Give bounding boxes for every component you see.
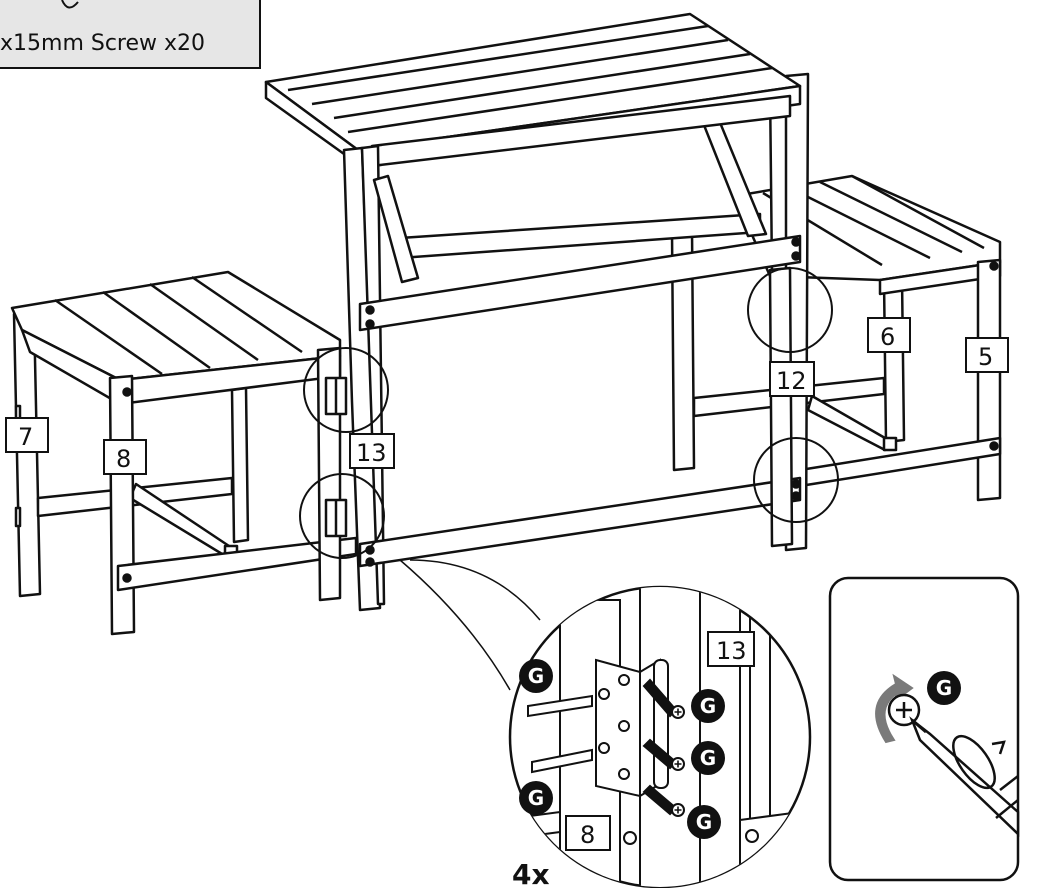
svg-text:8: 8	[580, 821, 595, 849]
part-label-8: 8	[103, 439, 147, 475]
part-labels: 5 6 7 8 12 13	[5, 317, 1009, 475]
svg-text:5: 5	[978, 343, 993, 371]
svg-text:G: G	[528, 786, 544, 810]
part-label-5: 5	[965, 337, 1009, 373]
highlight-circles	[299, 267, 839, 559]
detail-part-label-13: 13	[707, 631, 755, 667]
left-stool	[10, 270, 358, 636]
screw-head-icon	[671, 803, 685, 817]
hinge-detail-view: G G G G G 13 8	[508, 585, 812, 888]
svg-text:12: 12	[776, 367, 807, 395]
svg-text:6: 6	[880, 323, 895, 351]
svg-text:13: 13	[716, 637, 747, 665]
svg-text:G: G	[936, 676, 952, 700]
screwdriver-icon	[909, 716, 1020, 837]
screw-head-icon	[671, 757, 685, 771]
screw-spec-box: x15mm Screw x20	[0, 0, 261, 69]
screw-shanks	[527, 678, 678, 816]
svg-text:G: G	[696, 810, 712, 834]
hardware-badge-g: G	[687, 805, 721, 839]
svg-text:G: G	[700, 694, 716, 718]
part-label-13: 13	[349, 433, 395, 469]
svg-text:G: G	[700, 746, 716, 770]
svg-text:13: 13	[356, 439, 387, 467]
svg-text:8: 8	[116, 445, 131, 473]
rotation-arrow-icon	[875, 673, 914, 744]
part-label-6: 6	[867, 317, 911, 353]
hardware-badge-g: G	[519, 659, 553, 693]
hardware-badge-g: G	[519, 781, 553, 815]
hardware-badge-g: G	[927, 671, 961, 705]
center-table	[264, 12, 810, 612]
detail-part-label-8: 8	[565, 815, 611, 851]
hardware-badge-g: G	[691, 741, 725, 775]
screwdriver-inset: G	[828, 576, 1020, 882]
screw-spec-label: x15mm Screw x20	[0, 31, 205, 56]
part-label-7: 7	[5, 417, 49, 453]
svg-text:G: G	[528, 664, 544, 688]
screw-head-icon	[887, 693, 921, 727]
svg-text:7: 7	[18, 423, 33, 451]
screw-head-icon	[671, 705, 685, 719]
part-label-12: 12	[769, 361, 815, 397]
quantity-label: 4x	[512, 858, 550, 888]
callout-lines	[399, 559, 541, 691]
hardware-badge-g: G	[691, 689, 725, 723]
